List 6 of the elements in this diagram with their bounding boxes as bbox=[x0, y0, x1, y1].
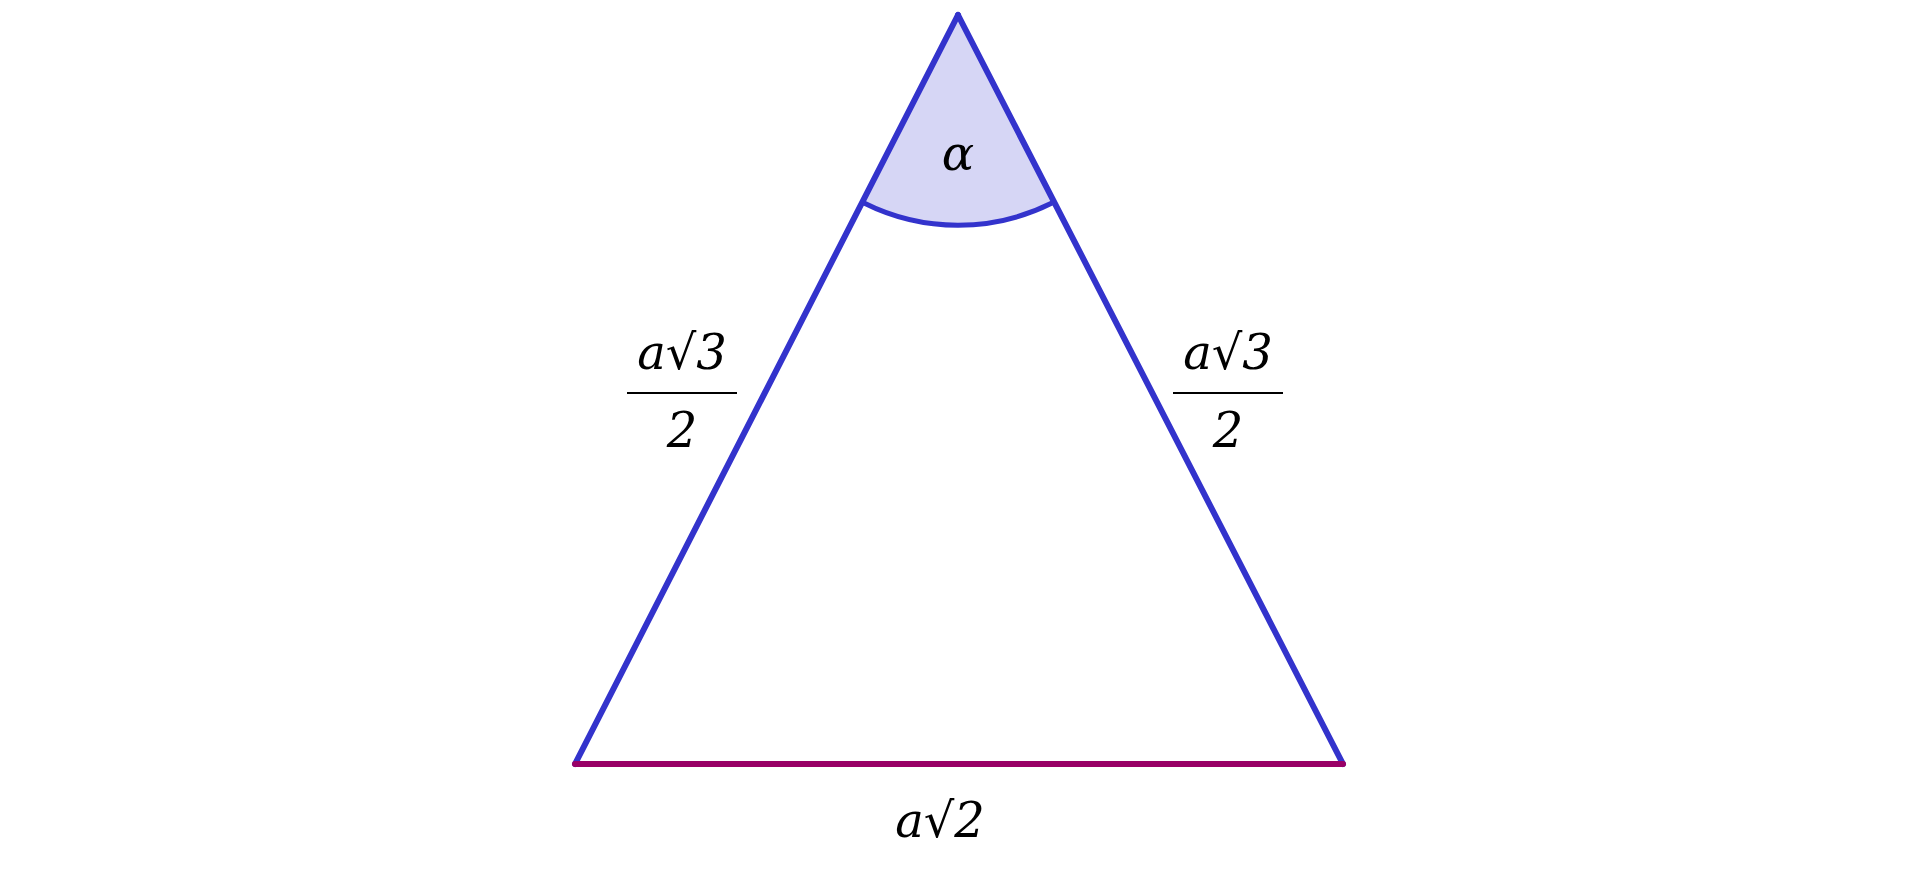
angle-label: α bbox=[941, 126, 975, 180]
numerator-label: a√3 bbox=[637, 325, 727, 379]
numerator-label: a√3 bbox=[1183, 325, 1273, 379]
denominator-label: 2 bbox=[666, 403, 698, 457]
base-length-label: a√2 bbox=[895, 793, 985, 847]
denominator-label: 2 bbox=[1212, 403, 1244, 457]
